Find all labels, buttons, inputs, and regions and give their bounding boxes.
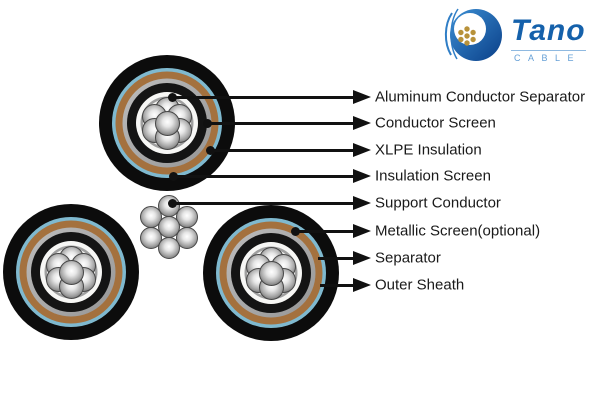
label-arrow-outer-sheath: Outer Sheath <box>320 277 464 294</box>
conductor-strand <box>154 110 180 136</box>
conductor-strand <box>258 260 284 286</box>
support-strand <box>158 216 180 238</box>
arrowhead-icon <box>353 116 371 130</box>
cable-phase-right <box>203 205 339 341</box>
support-strand <box>158 237 180 259</box>
arrow-shaft <box>173 174 355 178</box>
brand-subtitle: CABLE <box>511 50 586 63</box>
arrow-shaft <box>172 95 355 99</box>
arrow-shaft <box>207 121 355 125</box>
arrowhead-icon <box>353 251 371 265</box>
support-strand <box>176 226 199 249</box>
logo-text: Tano CABLE <box>511 16 586 63</box>
arrow-shaft <box>172 201 355 205</box>
arrowhead-icon <box>353 90 371 104</box>
support-strand <box>139 226 162 249</box>
arrow-shaft <box>320 283 355 287</box>
layer-label: Aluminum Conductor Separator <box>375 88 586 106</box>
arrow-shaft <box>295 229 355 233</box>
logo-cable-swoosh-icon <box>444 8 502 61</box>
label-arrow-conductor-screen: Conductor Screen <box>203 115 496 132</box>
arrowhead-icon <box>353 143 371 157</box>
arrowhead-icon <box>353 169 371 183</box>
label-arrow-insulation-screen: Insulation Screen <box>169 168 491 185</box>
layer-label: Support Conductor <box>375 194 501 212</box>
logo-strand-dots <box>458 26 476 46</box>
layer-label: Outer Sheath <box>375 276 465 294</box>
brand-logo: Tano CABLE <box>442 5 586 63</box>
arrowhead-icon <box>353 278 371 292</box>
support-conductor-bundle <box>137 195 201 259</box>
arrowhead-icon <box>353 224 371 238</box>
conductor-strand <box>58 259 84 285</box>
label-arrow-separator: Separator <box>318 250 441 267</box>
arrowhead-icon <box>353 196 371 210</box>
label-arrow-support-conductor: Support Conductor <box>168 195 501 212</box>
arrow-shaft <box>318 256 355 260</box>
cable-phase-left <box>3 204 139 340</box>
label-arrow-xlpe-insulation: XLPE Insulation <box>206 142 482 159</box>
label-arrow-metallic-screen: Metallic Screen(optional) <box>291 223 540 240</box>
layer-label: Conductor Screen <box>375 114 496 132</box>
layer-label: Separator <box>375 249 441 267</box>
layer-label: XLPE Insulation <box>375 141 482 159</box>
layer-label: Metallic Screen(optional) <box>375 222 541 240</box>
layer-label: Insulation Screen <box>375 167 491 185</box>
label-arrow-aluminum-conductor-separator: Aluminum Conductor Separator <box>168 89 585 106</box>
arrow-shaft <box>210 148 355 152</box>
brand-name: Tano <box>511 14 586 47</box>
